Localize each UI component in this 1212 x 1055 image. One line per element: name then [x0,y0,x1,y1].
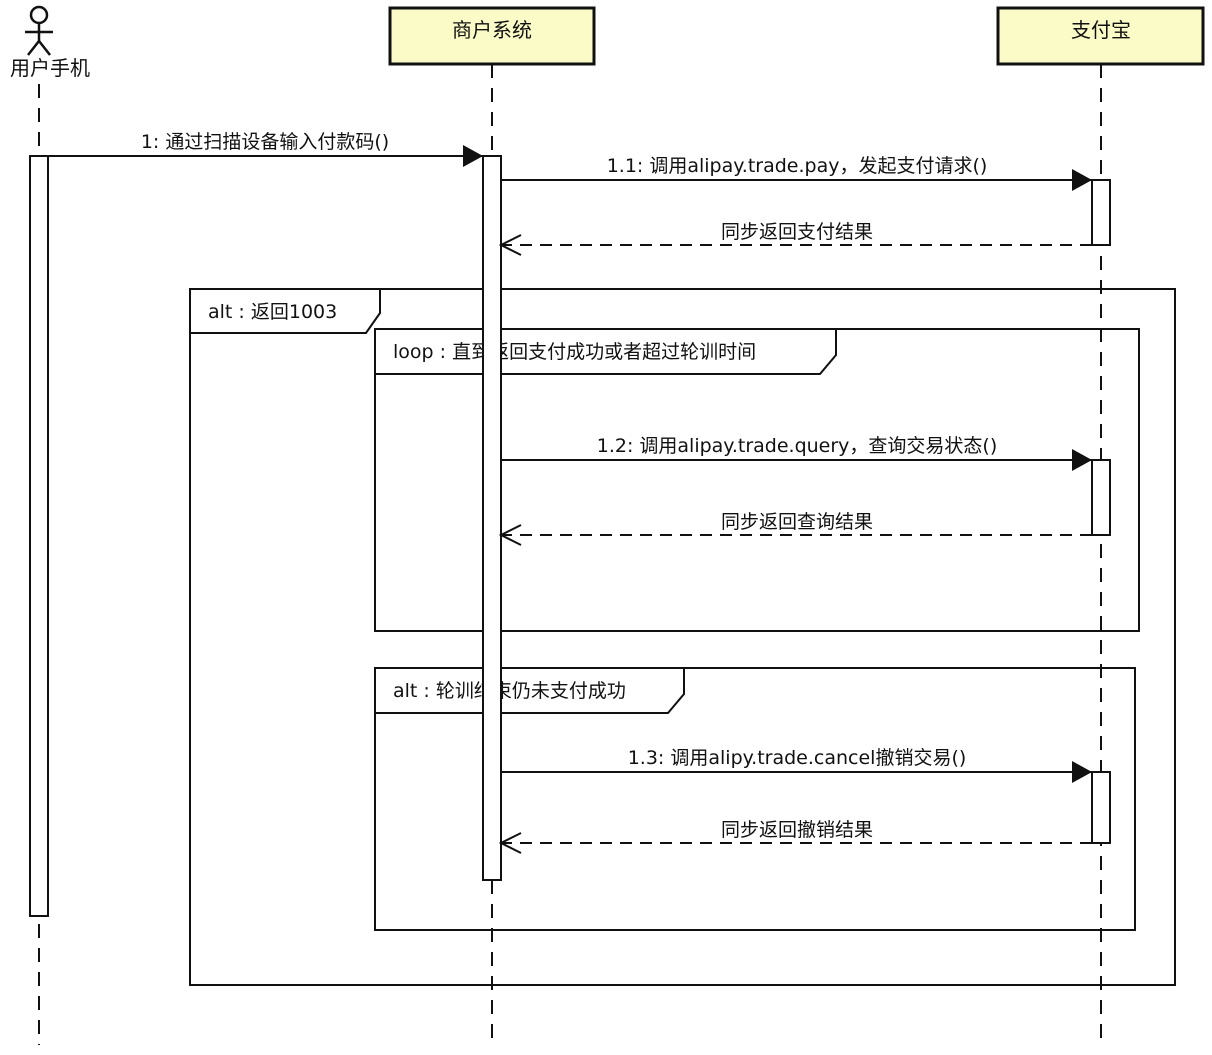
activation-user-phone[interactable] [29,155,49,917]
participant-label: 商户系统 [452,18,532,42]
participant-merchant-system[interactable]: 商户系统 [388,6,596,66]
return-1-3[interactable]: 同步返回撤销结果 [498,819,1092,854]
frame-label: alt : 轮训结束仍未支付成功 [393,680,626,702]
message-1-1[interactable]: 1.1: 调用alipay.trade.pay，发起支付请求() [501,155,1092,191]
activation-merchant-system[interactable] [482,155,502,881]
participant-alipay[interactable]: 支付宝 [996,6,1205,66]
activation-alipay-pay[interactable] [1091,179,1111,246]
arrowhead-filled-icon [463,145,483,167]
activation-alipay-query[interactable] [1091,459,1111,536]
return-1-2[interactable]: 同步返回查询结果 [498,511,1092,546]
frame-label: loop : 直到返回支付成功或者超过轮训时间 [393,341,756,363]
arrowhead-filled-icon [1072,449,1092,471]
actor-label: 用户手机 [10,56,90,80]
stick-figure-icon [25,5,53,56]
arrowhead-filled-icon [1072,761,1092,783]
lifelines [38,64,1102,1045]
message-1-3[interactable]: 1.3: 调用alipy.trade.cancel撤销交易() [501,747,1092,783]
message-label: 1.3: 调用alipy.trade.cancel撤销交易() [628,747,967,769]
frame-box [189,288,1176,986]
return-label: 同步返回支付结果 [721,221,873,243]
participant-box [996,6,1205,66]
return-1-1[interactable]: 同步返回支付结果 [498,221,1092,256]
frame-tab [189,288,381,334]
activation-alipay-cancel[interactable] [1091,771,1111,844]
message-1-2[interactable]: 1.2: 调用alipay.trade.query，查询交易状态() [501,435,1092,471]
arrowhead-open-icon [498,832,522,854]
activations [29,155,1111,917]
return-label: 同步返回撤销结果 [721,819,873,841]
frame-tab [374,667,685,714]
message-1[interactable]: 1: 通过扫描设备输入付款码() [48,131,483,167]
return-label: 同步返回查询结果 [721,511,873,533]
participant-label: 支付宝 [1071,18,1131,42]
participant-box [388,6,596,66]
arrowhead-open-icon [498,524,522,546]
arrowhead-filled-icon [1072,169,1092,191]
message-label: 1.1: 调用alipay.trade.pay，发起支付请求() [607,155,988,177]
frame-outer-alt[interactable]: alt : 返回1003 [189,288,1176,986]
frame-label: alt : 返回1003 [208,301,337,323]
frame-box [374,667,1136,931]
actor-user-phone[interactable]: 用户手机 [10,5,90,80]
message-label: 1: 通过扫描设备输入付款码() [141,131,389,153]
message-label: 1.2: 调用alipay.trade.query，查询交易状态() [597,435,998,457]
arrowhead-open-icon [498,234,522,256]
frame-inner-alt[interactable]: alt : 轮训结束仍未支付成功 [374,667,1136,931]
